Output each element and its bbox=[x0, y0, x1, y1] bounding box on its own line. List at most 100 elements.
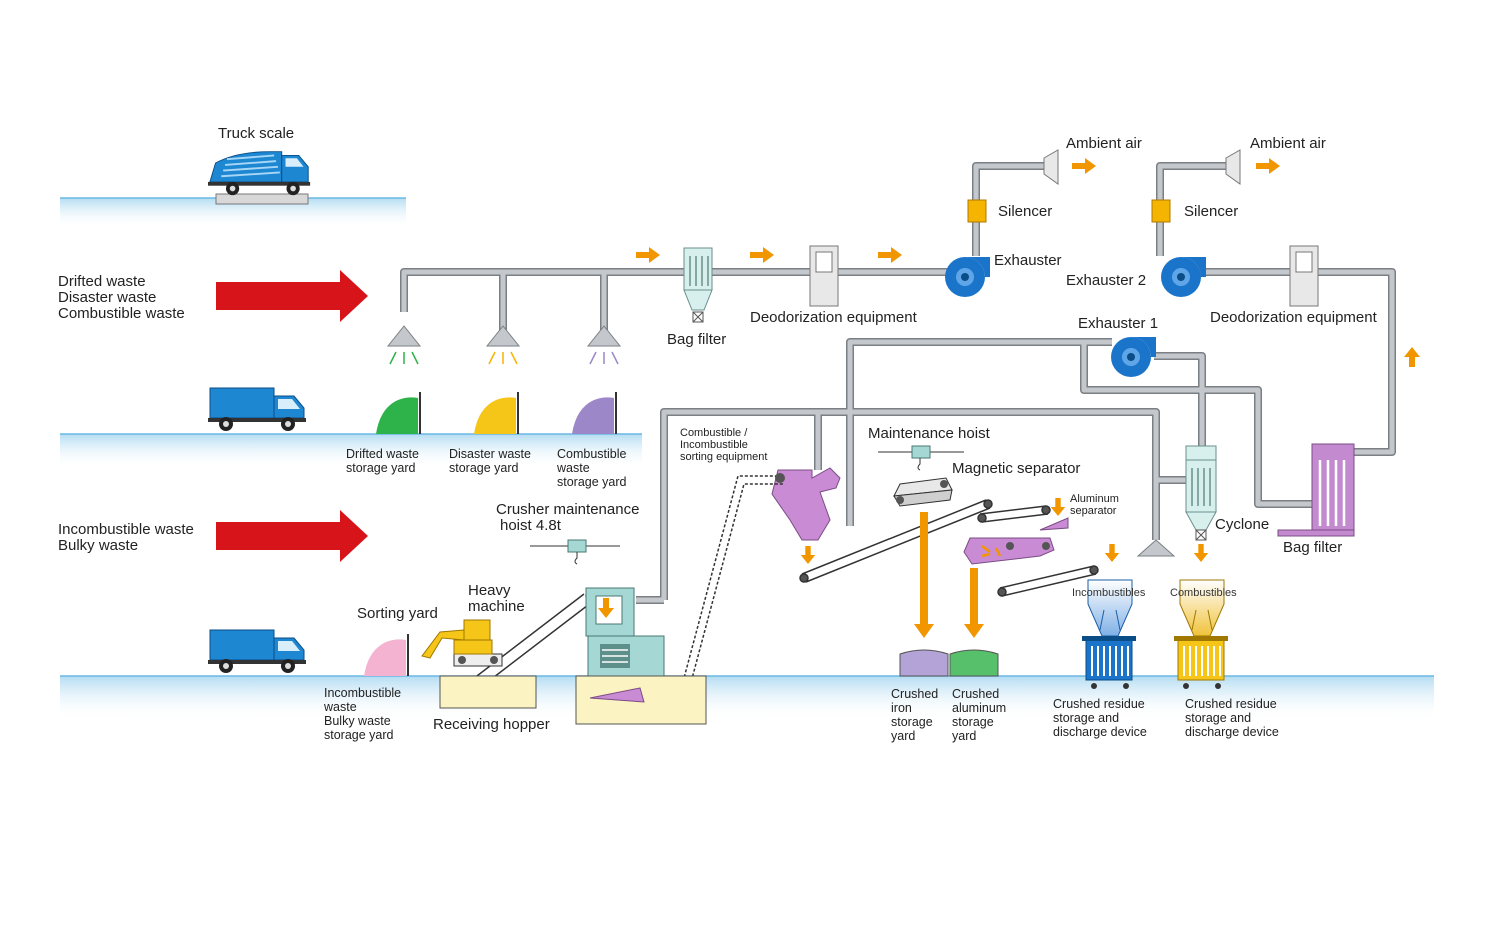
receiving-hopper-pit bbox=[439, 675, 537, 709]
maintenance-hoist-label: Maintenance hoist bbox=[868, 425, 991, 442]
deodorization-equipment-1 bbox=[809, 245, 839, 307]
heavy-machine-icon bbox=[421, 619, 503, 667]
exhauster-2-icon bbox=[1161, 257, 1206, 297]
ground-strips bbox=[60, 197, 1434, 720]
crusher-maintenance-hoist bbox=[530, 539, 620, 565]
silencer-1 bbox=[967, 199, 987, 223]
garbage-truck-icon bbox=[206, 150, 312, 197]
disaster-yard-label: Disaster waste storage yard bbox=[449, 447, 534, 475]
outlet-cone-2 bbox=[1225, 149, 1241, 185]
ambient-air-2-label: Ambient air bbox=[1250, 135, 1326, 152]
truck-scale: Truck scale bbox=[206, 125, 312, 205]
magnetic-separator-label: Magnetic separator bbox=[952, 460, 1080, 477]
iron-yard-label: Crushed iron storage yard bbox=[891, 687, 942, 743]
combustible-waste-label: Combustible waste bbox=[58, 305, 185, 322]
orange-arrow-right-icon bbox=[1256, 158, 1280, 174]
crusher bbox=[585, 587, 665, 677]
residue-device-2-label: Crushed residue storage and discharge de… bbox=[1185, 697, 1280, 739]
hood-disaster bbox=[485, 325, 521, 365]
ground-strip-storage bbox=[60, 434, 642, 468]
orange-arrow-down-icon bbox=[1050, 498, 1066, 516]
maintenance-hoist bbox=[878, 445, 964, 471]
crushed-aluminum-bin bbox=[949, 649, 999, 677]
hood-drifted bbox=[386, 325, 422, 365]
drifted-yard-label: Drifted waste storage yard bbox=[346, 447, 422, 475]
orange-arrow-right-icon bbox=[878, 247, 902, 263]
delivery-truck-icon bbox=[208, 629, 307, 674]
deodorization-equipment-2 bbox=[1289, 245, 1319, 307]
drifted-waste-pile bbox=[376, 392, 421, 434]
disaster-waste-label: Disaster waste bbox=[58, 289, 156, 306]
sorter-sparks-icon bbox=[981, 545, 1002, 558]
labels: Bag filter Deodorization equipment Exhau… bbox=[323, 135, 1378, 743]
hood-combustible bbox=[586, 325, 622, 365]
input-incombustible-stream: Incombustible waste Bulky waste bbox=[58, 510, 368, 562]
residue-discharge-device-2 bbox=[1174, 636, 1228, 689]
deodorization-equipment-2-label: Deodorization equipment bbox=[1210, 309, 1378, 326]
conveyor-to-magnetic bbox=[801, 499, 991, 583]
combustibles-label: Combustibles bbox=[1170, 587, 1237, 599]
bulky-waste-label: Bulky waste bbox=[58, 537, 138, 554]
deodorization-equipment-label: Deodorization equipment bbox=[750, 309, 918, 326]
ambient-air-label: Ambient air bbox=[1066, 135, 1142, 152]
truck-scale-label: Truck scale bbox=[218, 125, 294, 142]
heavy-machine-label: Heavy machine bbox=[468, 582, 525, 615]
combustible-waste-pile bbox=[572, 392, 617, 434]
crusher-hoist-label: Crusher maintenance hoist 4.8t bbox=[496, 501, 644, 534]
orange-arrow-right-icon bbox=[1072, 158, 1096, 174]
orange-arrow-down-icon bbox=[1104, 544, 1120, 562]
orange-arrow-down-icon bbox=[1193, 544, 1209, 562]
delivery-truck-icon bbox=[208, 387, 307, 432]
exhauster-1-icon bbox=[1111, 337, 1156, 377]
exhauster-label: Exhauster bbox=[994, 252, 1062, 269]
residue-discharge-device-1 bbox=[1082, 636, 1136, 689]
iron-drop-arrow-icon bbox=[914, 512, 934, 638]
truck-scale-platform bbox=[215, 193, 309, 205]
silencer-label: Silencer bbox=[998, 203, 1052, 220]
ground-strip-main bbox=[60, 676, 1434, 720]
conveyor-to-aluminum bbox=[979, 505, 1049, 523]
aluminum-yard-label: Crushed aluminum storage yard bbox=[952, 687, 1010, 743]
crushed-iron-bin bbox=[899, 649, 949, 677]
aluminum-separator bbox=[963, 517, 1069, 565]
red-arrow-icon bbox=[216, 270, 368, 322]
receiving-hopper-label: Receiving hopper bbox=[433, 716, 550, 733]
outlet-cone-1 bbox=[1043, 149, 1059, 185]
bag-filter-1 bbox=[683, 247, 713, 323]
input-combustible-stream: Drifted waste Disaster waste Combustible… bbox=[58, 270, 368, 322]
storage-yard-piles bbox=[364, 392, 617, 676]
exhauster-1-label: Exhauster 1 bbox=[1078, 315, 1158, 332]
disaster-waste-pile bbox=[474, 392, 519, 434]
incombustibles-label: Incombustibles bbox=[1072, 587, 1146, 599]
bag-filter-2 bbox=[1277, 443, 1355, 537]
sorting-yard-label: Sorting yard bbox=[357, 605, 438, 622]
sorting-equipment-label: Combustible / Incombustible sorting equi… bbox=[680, 427, 767, 463]
orange-arrow-right-icon bbox=[750, 247, 774, 263]
incombustible-waste-label: Incombustible waste bbox=[58, 521, 194, 538]
orange-arrow-down-icon bbox=[800, 546, 816, 564]
crusher-chute bbox=[589, 687, 645, 703]
cyclone-label: Cyclone bbox=[1215, 516, 1269, 533]
orange-arrow-up-icon bbox=[1404, 347, 1420, 367]
bag-filter-2-label: Bag filter bbox=[1283, 539, 1342, 556]
silencer-2-label: Silencer bbox=[1184, 203, 1238, 220]
orange-arrow-right-icon bbox=[636, 247, 660, 263]
cyclone bbox=[1185, 445, 1217, 541]
conveyor-to-hoppers bbox=[999, 565, 1097, 597]
bag-filter-label: Bag filter bbox=[667, 331, 726, 348]
incombustible-yard-label: Incombustible waste Bulky waste storage … bbox=[323, 686, 405, 742]
hood-cyclone-side bbox=[1136, 539, 1176, 557]
duct-network bbox=[400, 162, 1396, 604]
residue-device-1-label: Crushed residue storage and discharge de… bbox=[1053, 697, 1148, 739]
sorting-yard-pile bbox=[364, 634, 409, 676]
red-arrow-icon bbox=[216, 510, 368, 562]
sorting-equipment bbox=[771, 467, 841, 541]
aluminum-separator-label: Aluminum separator bbox=[1070, 493, 1122, 517]
flow-arrows bbox=[598, 158, 1420, 638]
combustible-yard-label: Combustible waste storage yard bbox=[556, 447, 630, 489]
drifted-waste-label: Drifted waste bbox=[58, 273, 146, 290]
magnetic-separator bbox=[893, 477, 953, 507]
silencer-2 bbox=[1151, 199, 1171, 223]
exhauster-2-label: Exhauster 2 bbox=[1066, 272, 1146, 289]
